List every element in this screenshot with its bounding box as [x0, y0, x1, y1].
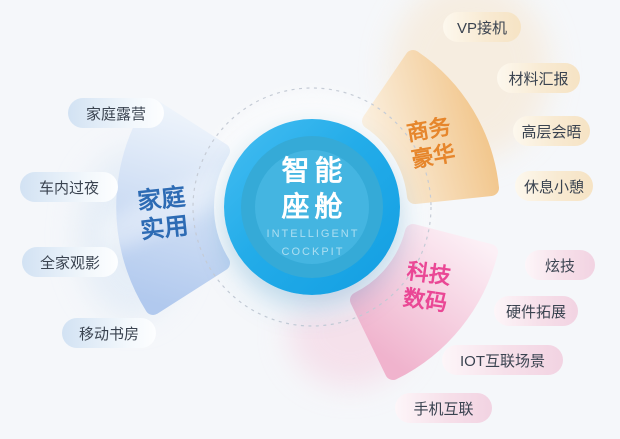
pill-iot-scenarios: IOT互联场景: [442, 345, 563, 375]
pill-material-report: 材料汇报: [497, 63, 580, 93]
pill-show-off: 炫技: [525, 250, 595, 280]
pill-mobile-study: 移动书房: [62, 318, 156, 348]
category-label-tech-digital: 科技 数码: [401, 257, 453, 317]
pill-rest-nap: 休息小憩: [515, 171, 593, 201]
pill-vp-pickup: VP接机: [443, 12, 521, 42]
category-label-line: 实用: [139, 212, 190, 245]
dashed-orbit-ring: [192, 87, 432, 327]
pill-executive-meeting: 高层会晤: [513, 116, 590, 146]
center-subtitle-line1: INTELLIGENT: [266, 228, 360, 240]
petal-family-highlight: [100, 168, 240, 250]
petal-tech: [350, 224, 498, 380]
petal-business: [362, 50, 499, 204]
center-circle-inner-disc: [255, 150, 369, 264]
pill-family-movie: 全家观影: [22, 247, 118, 277]
center-title: 智能 座舱 INTELLIGENT COCKPIT: [265, 153, 360, 261]
center-circle: 智能 座舱 INTELLIGENT COCKPIT: [224, 119, 400, 295]
category-label-business-luxury: 商务 豪华: [405, 113, 458, 174]
pill-family-camping: 家庭露营: [68, 98, 164, 128]
category-label-family-practical: 家庭 实用: [136, 183, 190, 246]
center-subtitle-line2: COCKPIT: [281, 246, 345, 258]
center-title-line1: 智能: [281, 155, 348, 186]
pill-overnight-in-car: 车内过夜: [20, 172, 118, 202]
center-title-line2: 座舱: [281, 191, 348, 222]
pill-hardware-expansion: 硬件拓展: [494, 296, 578, 326]
pill-phone-interconnect: 手机互联: [395, 393, 492, 423]
